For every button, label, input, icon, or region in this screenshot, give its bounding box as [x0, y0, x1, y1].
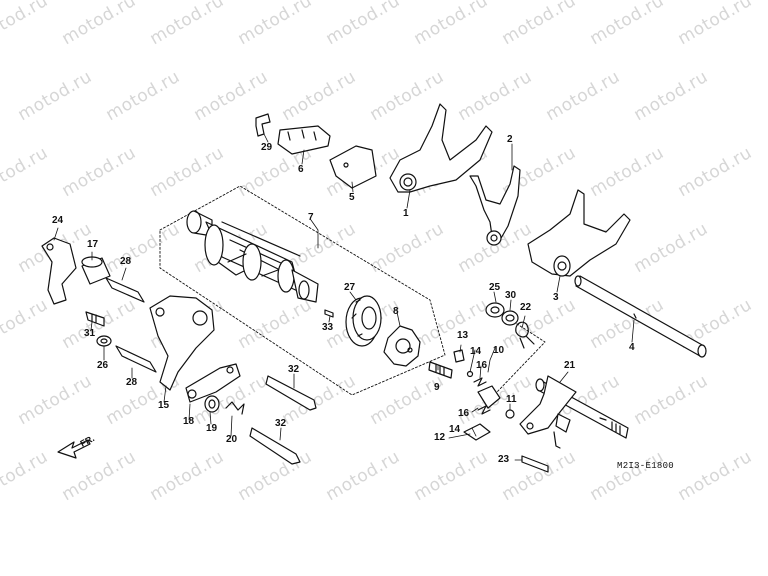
callout-29: 29 [261, 142, 273, 153]
callout-17: 17 [87, 239, 99, 250]
callout-33: 33 [322, 322, 334, 333]
callout-7: 7 [308, 212, 314, 223]
leader-lines [53, 133, 635, 461]
spring-30 [501, 310, 519, 326]
bolt [255, 113, 271, 137]
gearshift-spindle [519, 375, 629, 449]
callout-10: 10 [493, 345, 505, 356]
callout-4: 4 [629, 342, 635, 353]
assembly-outline [159, 185, 446, 396]
dowel-pin [105, 277, 145, 303]
callout-1: 1 [403, 208, 409, 219]
stopper-arm [149, 295, 215, 391]
callout-28b: 28 [126, 377, 138, 388]
long-bolt-lower [249, 427, 301, 465]
callout-26: 26 [97, 360, 109, 371]
pin [324, 309, 334, 318]
callout-8: 8 [393, 306, 399, 317]
callout-6: 6 [298, 164, 304, 175]
pawl-10 [477, 385, 501, 409]
stopper-plate [329, 145, 377, 189]
pawl-12 [463, 423, 491, 441]
shift-fork-2 [469, 165, 521, 246]
callout-16: 16 [476, 360, 488, 371]
fork-shaft [574, 275, 707, 358]
callout-3: 3 [553, 292, 559, 303]
callout-27: 27 [344, 282, 356, 293]
washer-25 [485, 302, 505, 318]
callout-11: 11 [506, 394, 517, 405]
return-spring-22 [515, 321, 535, 349]
callout-14: 14 [470, 346, 482, 357]
front-arrow [57, 439, 91, 459]
pin-13 [453, 349, 465, 363]
shift-drum-cam [383, 325, 421, 367]
callout-20: 20 [226, 434, 238, 445]
guide-plate [277, 125, 331, 155]
callout-23: 23 [498, 454, 510, 465]
stopper-lever [185, 363, 241, 403]
callout-18: 18 [183, 416, 195, 427]
callout-25: 25 [489, 282, 501, 293]
spring-16 [473, 377, 487, 387]
bracket [41, 237, 77, 305]
washer-11 [505, 409, 515, 419]
callout-22: 22 [520, 302, 532, 313]
callout-24: 24 [52, 215, 64, 226]
pin-23 [521, 455, 549, 473]
collar [81, 256, 111, 285]
callout-21: 21 [564, 360, 576, 371]
callout-14b: 14 [449, 424, 461, 435]
bolt-31 [85, 311, 105, 327]
diagram-code: M2I3-E1800 [617, 461, 675, 471]
callout-32: 32 [288, 364, 300, 375]
callout-32b: 32 [275, 418, 287, 429]
spring-16b [477, 405, 491, 415]
callout-31: 31 [84, 328, 96, 339]
callout-28: 28 [120, 256, 132, 267]
roller [204, 395, 220, 413]
shift-drum [186, 210, 319, 303]
dowel-pin-lower [115, 345, 157, 373]
bearing [345, 295, 382, 347]
spring [225, 401, 245, 415]
long-bolt-upper [265, 375, 317, 411]
washer [96, 335, 112, 347]
callout-9: 9 [434, 382, 440, 393]
cam-bolt [428, 361, 453, 379]
shift-fork-1 [389, 103, 493, 193]
callout-5: 5 [349, 192, 355, 203]
callout-15: 15 [158, 400, 170, 411]
callout-2: 2 [507, 134, 513, 145]
callout-16b: 16 [458, 408, 470, 419]
shift-fork-3 [527, 189, 631, 277]
callout-19: 19 [206, 423, 218, 434]
callout-13: 13 [457, 330, 469, 341]
callout-30: 30 [505, 290, 517, 301]
callout-12: 12 [434, 432, 446, 443]
